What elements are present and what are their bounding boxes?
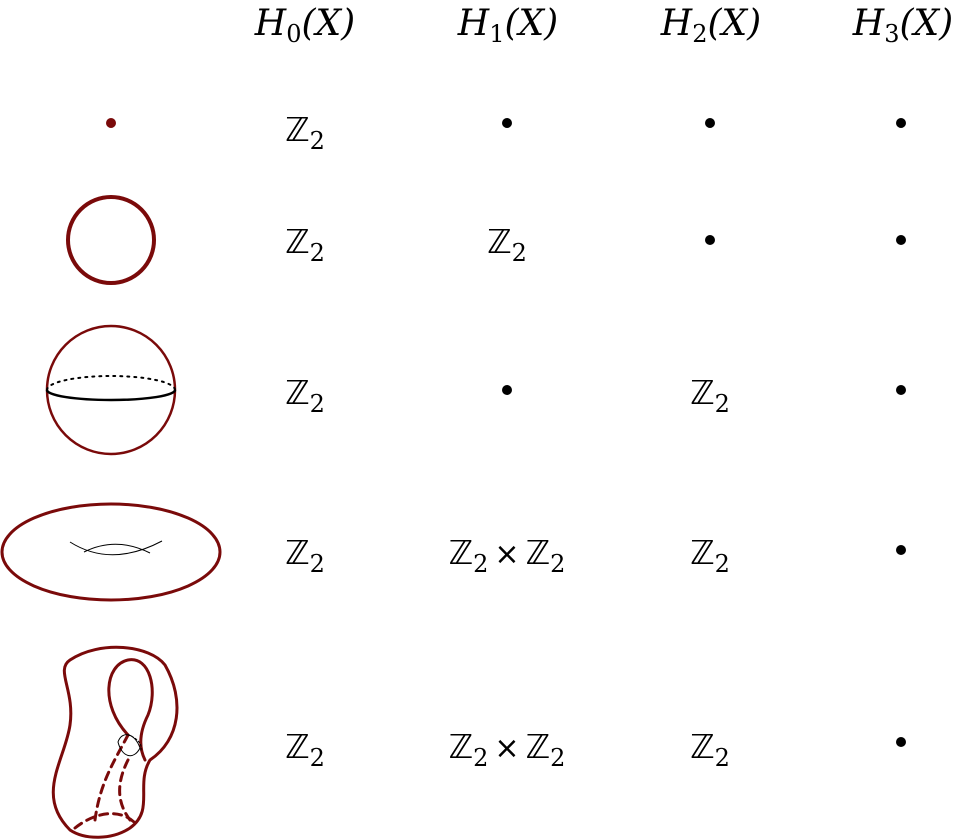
- cell-circle-h1: ℤ2: [487, 222, 527, 267]
- torus-icon: [0, 502, 222, 602]
- zero-group-dot: [502, 118, 512, 128]
- zero-group-dot: [896, 737, 906, 747]
- header-h1: H1(X): [457, 3, 559, 48]
- cell-circle-h0: ℤ2: [285, 222, 325, 267]
- header-h2: H2(X): [660, 3, 762, 48]
- cell-torus-h1: ℤ2×ℤ2: [448, 533, 566, 578]
- circle-icon: [66, 195, 156, 285]
- zero-group-dot: [896, 235, 906, 245]
- cell-klein-h2: ℤ2: [690, 727, 730, 772]
- zero-group-dot: [705, 118, 715, 128]
- cell-klein-h0: ℤ2: [285, 727, 325, 772]
- cell-sphere-h2: ℤ2: [690, 373, 730, 418]
- zero-group-dot: [896, 545, 906, 555]
- zero-group-dot: [896, 385, 906, 395]
- sphere-icon: [45, 324, 177, 456]
- cell-torus-h2: ℤ2: [690, 533, 730, 578]
- cell-klein-h1: ℤ2×ℤ2: [448, 727, 566, 772]
- zero-group-dot: [896, 118, 906, 128]
- klein-bottle-icon: [51, 645, 179, 839]
- zero-group-dot: [705, 235, 715, 245]
- point-icon: [106, 118, 116, 128]
- header-h0: H0(X): [254, 3, 356, 48]
- zero-group-dot: [502, 385, 512, 395]
- cell-sphere-h0: ℤ2: [285, 373, 325, 418]
- cell-torus-h0: ℤ2: [285, 533, 325, 578]
- cell-point-h0: ℤ2: [285, 110, 325, 155]
- header-h3: H3(X): [852, 3, 954, 48]
